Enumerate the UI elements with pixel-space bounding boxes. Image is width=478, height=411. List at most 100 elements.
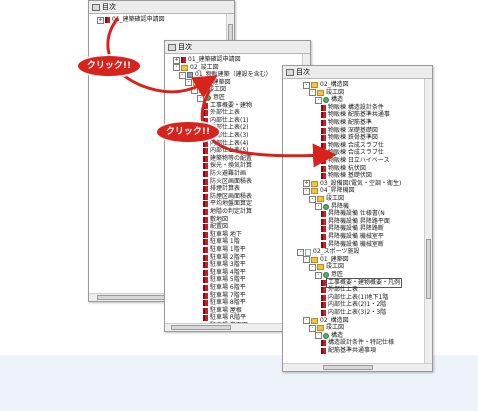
tree-item[interactable]: 駐車場 R階平 (203, 314, 247, 322)
book-icon (203, 140, 208, 147)
collapse-toggle-icon[interactable]: - (315, 96, 322, 104)
collapse-toggle-icon[interactable]: - (303, 317, 310, 325)
book-icon (203, 315, 208, 322)
tree-item[interactable]: -竣工図 (309, 324, 345, 332)
collapse-toggle-icon[interactable]: - (303, 187, 310, 195)
tree-item-label: 配筋基準共通事項 (328, 347, 377, 354)
sheet-icon (305, 248, 311, 256)
tree-item[interactable]: 地階の判定計算 (203, 208, 253, 216)
collapse-toggle-icon[interactable]: - (315, 332, 322, 340)
tree-item[interactable]: 防煙区画面積表 (203, 193, 253, 201)
collapse-toggle-icon[interactable]: - (315, 271, 322, 279)
tree-item[interactable]: 物販棟 杭伏図 (321, 165, 367, 173)
book-icon (105, 17, 110, 23)
expand-toggle-icon[interactable]: + (173, 56, 180, 64)
tree-item[interactable]: -昇降機 (315, 203, 350, 211)
expand-toggle-icon[interactable]: + (303, 180, 310, 188)
collapse-toggle-icon[interactable]: - (197, 94, 204, 102)
tree-item[interactable]: -意匠 (315, 271, 344, 279)
tree-item[interactable]: -竣工図 (309, 263, 345, 271)
tree-view[interactable]: -02_構造図-竣工図-構造物販棟 構造設計条件物販棟 配筋基準共通事物販棟 配… (283, 79, 424, 363)
tree-item[interactable]: -01_建築図 (303, 256, 350, 264)
tree-item[interactable]: 排煙計算表 (203, 185, 241, 193)
tree-item-label: 防煙区画面積表 (210, 192, 253, 200)
tree-item[interactable]: 平均地盤面算定 (203, 200, 253, 208)
book-icon (321, 165, 326, 172)
tree-item[interactable]: 駐車場 5階平 (203, 276, 247, 284)
collapse-toggle-icon[interactable]: - (315, 203, 322, 211)
collapse-toggle-icon[interactable]: - (303, 256, 310, 264)
tree-item[interactable]: 配筋基準共通事項 (321, 347, 377, 355)
tree-item[interactable]: 駐車場 1階平 (203, 246, 247, 254)
tree-item[interactable]: 物販棟 基礎伏図 (321, 172, 373, 180)
collapse-toggle-icon[interactable]: - (309, 195, 316, 203)
collapse-toggle-icon[interactable]: - (179, 71, 186, 79)
collapse-toggle-icon[interactable]: - (303, 81, 310, 89)
tree-item[interactable]: 内部仕上表(2)1・2階 (321, 301, 387, 309)
tree-item-label: 内部仕上表(1)地下1階 (328, 293, 389, 301)
tree-item[interactable]: 採光・換気計算 (203, 162, 253, 170)
tree-item[interactable]: 駐車場 屋根 (203, 307, 243, 315)
tree-item[interactable]: 防火避難計画 (203, 170, 247, 178)
tree-item[interactable]: 駐車場 1階 (203, 238, 241, 246)
book-icon (203, 216, 208, 223)
collapse-toggle-icon[interactable]: - (185, 79, 192, 87)
collapse-toggle-icon[interactable]: - (191, 86, 198, 94)
tree-item[interactable]: 建築物等の配置 (203, 155, 253, 163)
tree-item[interactable]: -02_構造図 (303, 317, 350, 325)
vertical-scrollbar[interactable] (424, 79, 432, 363)
tree-item[interactable]: 外部仕上表 (321, 286, 359, 294)
tree-item[interactable]: -04_昇降機図 (303, 187, 356, 195)
tree-item-label: 昇降機設備 機械室平 (328, 233, 384, 240)
folder-icon (311, 82, 318, 88)
tree-item[interactable]: 内部仕上表(1)地下1階 (321, 294, 389, 302)
tree-item[interactable]: 構造設計条件・特記仕様 (321, 339, 395, 347)
book-icon (168, 43, 176, 51)
tree-item[interactable]: 昇降機設備 機械室平 (321, 233, 385, 241)
tree-item-label: 物販棟 配筋基準共通事 (328, 111, 390, 119)
tree-item-label: 地階の判定計算 (210, 208, 253, 215)
tree-item[interactable]: 昇降機設備 仕様書(N (321, 210, 386, 218)
tree-item[interactable]: -02_構造図 (303, 81, 350, 89)
horizontal-scrollbar[interactable] (283, 363, 432, 371)
tree-item[interactable]: 駐車場 3階平 (203, 261, 247, 269)
tree-item[interactable]: -竣工図 (309, 195, 345, 203)
tree-item-label: 採光・換気計算 (210, 162, 253, 170)
tree-item[interactable]: 駐車場 地下 (203, 231, 243, 239)
tree-item[interactable]: 駐車場 6階平 (203, 284, 247, 292)
tree-item-label: 駐車場 1階 (210, 238, 240, 246)
folder-icon (311, 180, 318, 187)
expand-toggle-icon[interactable]: + (97, 16, 104, 24)
tree-item[interactable]: 防火区画面積表 (203, 178, 253, 186)
collapse-toggle-icon[interactable]: - (173, 64, 180, 72)
tree-item[interactable]: 配置図 (203, 223, 229, 231)
tree-item-label: 駐車場 2階平 (210, 253, 246, 261)
book-icon (203, 155, 208, 162)
book-icon (321, 234, 326, 240)
tree-item[interactable]: 駐車場 7階平 (203, 292, 247, 300)
book-icon (321, 340, 326, 347)
book-icon (321, 310, 326, 316)
collapse-toggle-icon[interactable]: - (309, 324, 316, 332)
book-icon (181, 57, 186, 63)
tree-item[interactable]: 昇降機設備 昇降路断 (321, 225, 385, 233)
collapse-toggle-icon[interactable]: - (309, 89, 316, 97)
tree-item[interactable]: 駐車場 4階平 (203, 269, 247, 277)
tree-item[interactable]: 内部仕上表(3)2・3階 (321, 309, 387, 317)
tree-item[interactable]: +01_建築確認申請図 (97, 16, 166, 24)
tree-item[interactable]: +03_設備図(電気・空調・衛生) (303, 180, 402, 188)
tree-item[interactable]: -構造 (315, 332, 344, 340)
tree-item[interactable]: -02_スポーツ施設 (297, 248, 361, 256)
book-icon (321, 302, 326, 309)
tree-item[interactable]: 駐車場 2階平 (203, 254, 247, 262)
folder-icon (317, 196, 324, 202)
collapse-toggle-icon[interactable]: - (297, 248, 304, 256)
tree-item[interactable]: 駐車場 8階平 (203, 299, 247, 307)
tree-item[interactable]: 敷地図 (203, 216, 229, 224)
tree-item[interactable]: 昇降機設備 機械室断 (321, 241, 385, 249)
tree-item[interactable]: 昇降機設備 昇降路平面 (321, 218, 391, 226)
tree-item[interactable]: 工事概要・建物概要・凡例 (321, 277, 403, 288)
click-callout-1: クリック!! (78, 56, 140, 76)
collapse-toggle-icon[interactable]: - (309, 263, 316, 271)
horizontal-scrollbar[interactable] (165, 323, 310, 331)
